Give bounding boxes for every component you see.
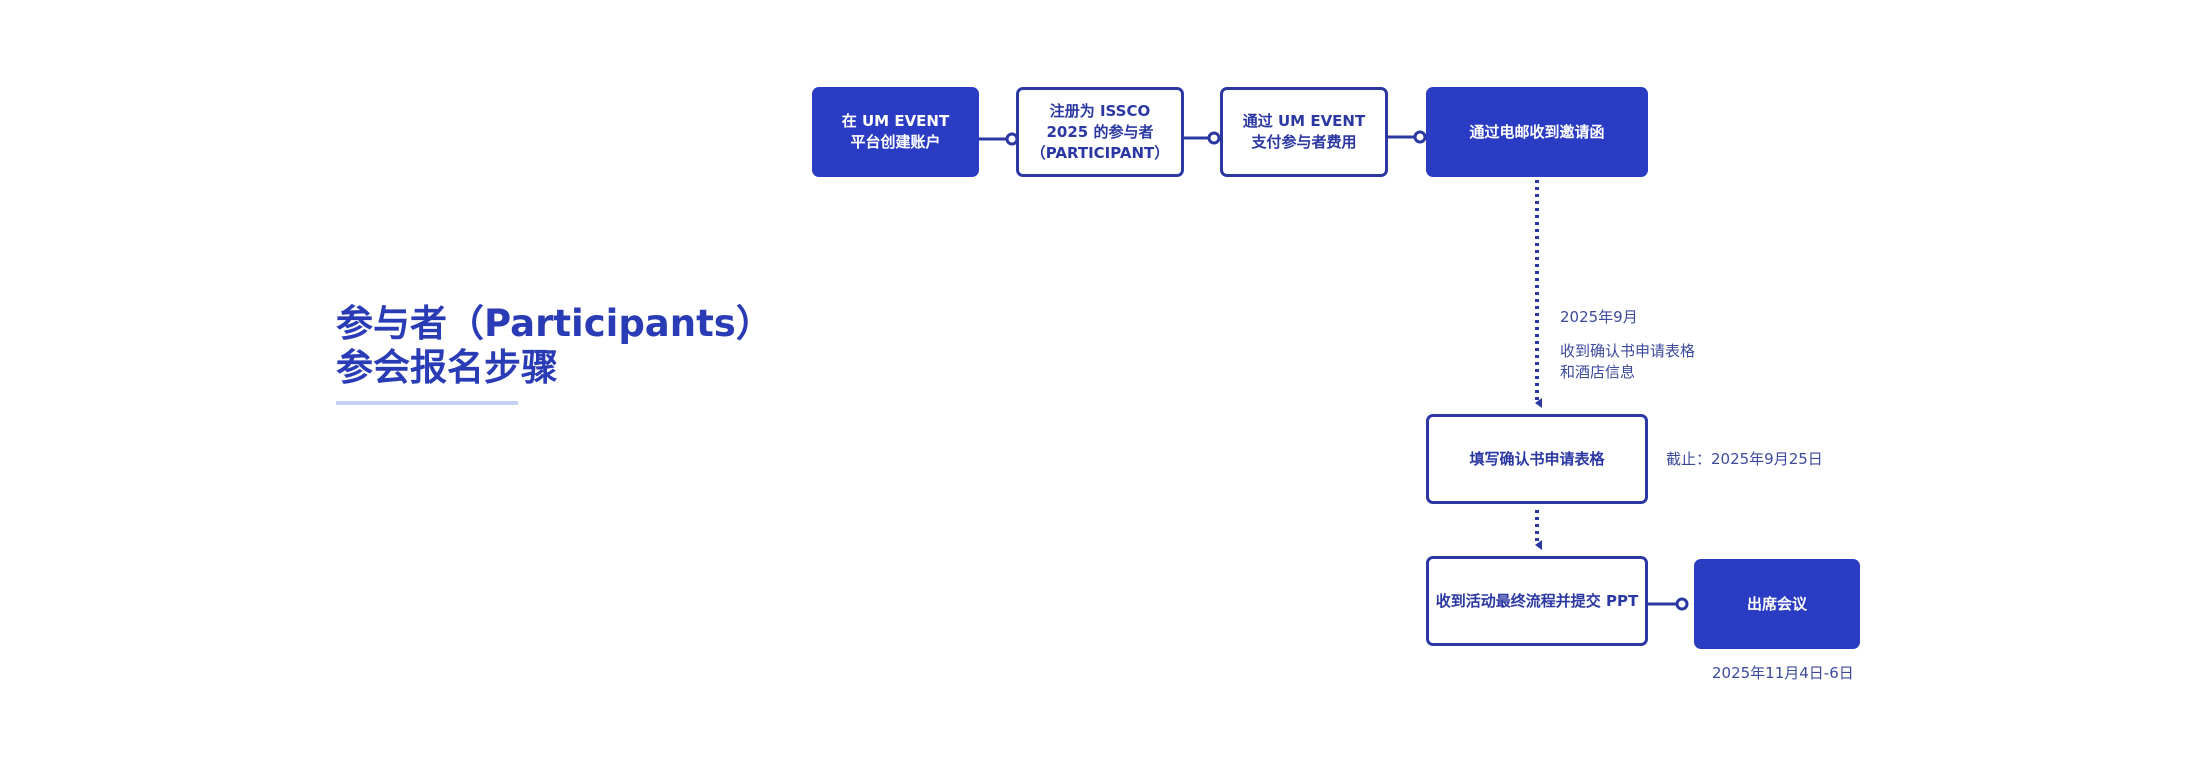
note-deadline: 截止：2025年9月25日 bbox=[1666, 450, 1823, 468]
step-register-participant: 注册为 ISSCO 2025 的参与者 （PARTICIPANT） bbox=[1016, 87, 1188, 181]
step-label: 填写确认书申请表格 bbox=[1469, 449, 1605, 468]
step-attend-conference: 出席会议 bbox=[1694, 559, 1867, 656]
page-title: 参与者（Participants） 参会报名步骤 bbox=[336, 302, 773, 390]
step-label: 收到活动最终流程并提交 PPT bbox=[1435, 591, 1639, 610]
connector-dot-2 bbox=[1207, 131, 1221, 145]
step-label: 出席会议 bbox=[1746, 594, 1807, 613]
step-label: 注册为 ISSCO 2025 的参与者 （PARTICIPANT） bbox=[1030, 101, 1170, 162]
step-fill-confirmation-form: 填写确认书申请表格 bbox=[1426, 414, 1652, 508]
step-label: 通过 UM EVENT 支付参与者费用 bbox=[1242, 112, 1366, 151]
note-receive-forms-line-2: 和酒店信息 bbox=[1560, 363, 1636, 381]
step-create-account: 在 UM EVENT 平台创建账户 bbox=[812, 87, 986, 184]
step-submit-ppt: 收到活动最终流程并提交 PPT bbox=[1426, 556, 1652, 650]
title-underline bbox=[336, 401, 518, 405]
connector-dot-6 bbox=[1675, 597, 1689, 611]
note-date-september: 2025年9月 bbox=[1560, 308, 1638, 326]
page-title-line-1: 参与者（Participants） bbox=[336, 302, 773, 345]
note-receive-forms-line-1: 收到确认书申请表格 bbox=[1560, 342, 1696, 360]
page-title-line-2: 参会报名步骤 bbox=[336, 346, 558, 389]
step-receive-invitation: 通过电邮收到邀请函 bbox=[1426, 87, 1655, 184]
step-label: 在 UM EVENT 平台创建账户 bbox=[841, 112, 950, 151]
step-label: 通过电邮收到邀请函 bbox=[1469, 122, 1605, 141]
note-event-dates: 2025年11月4日-6日 bbox=[1712, 664, 1854, 682]
step-pay-fee: 通过 UM EVENT 支付参与者费用 bbox=[1220, 87, 1392, 181]
connector-dot-3 bbox=[1413, 130, 1427, 144]
